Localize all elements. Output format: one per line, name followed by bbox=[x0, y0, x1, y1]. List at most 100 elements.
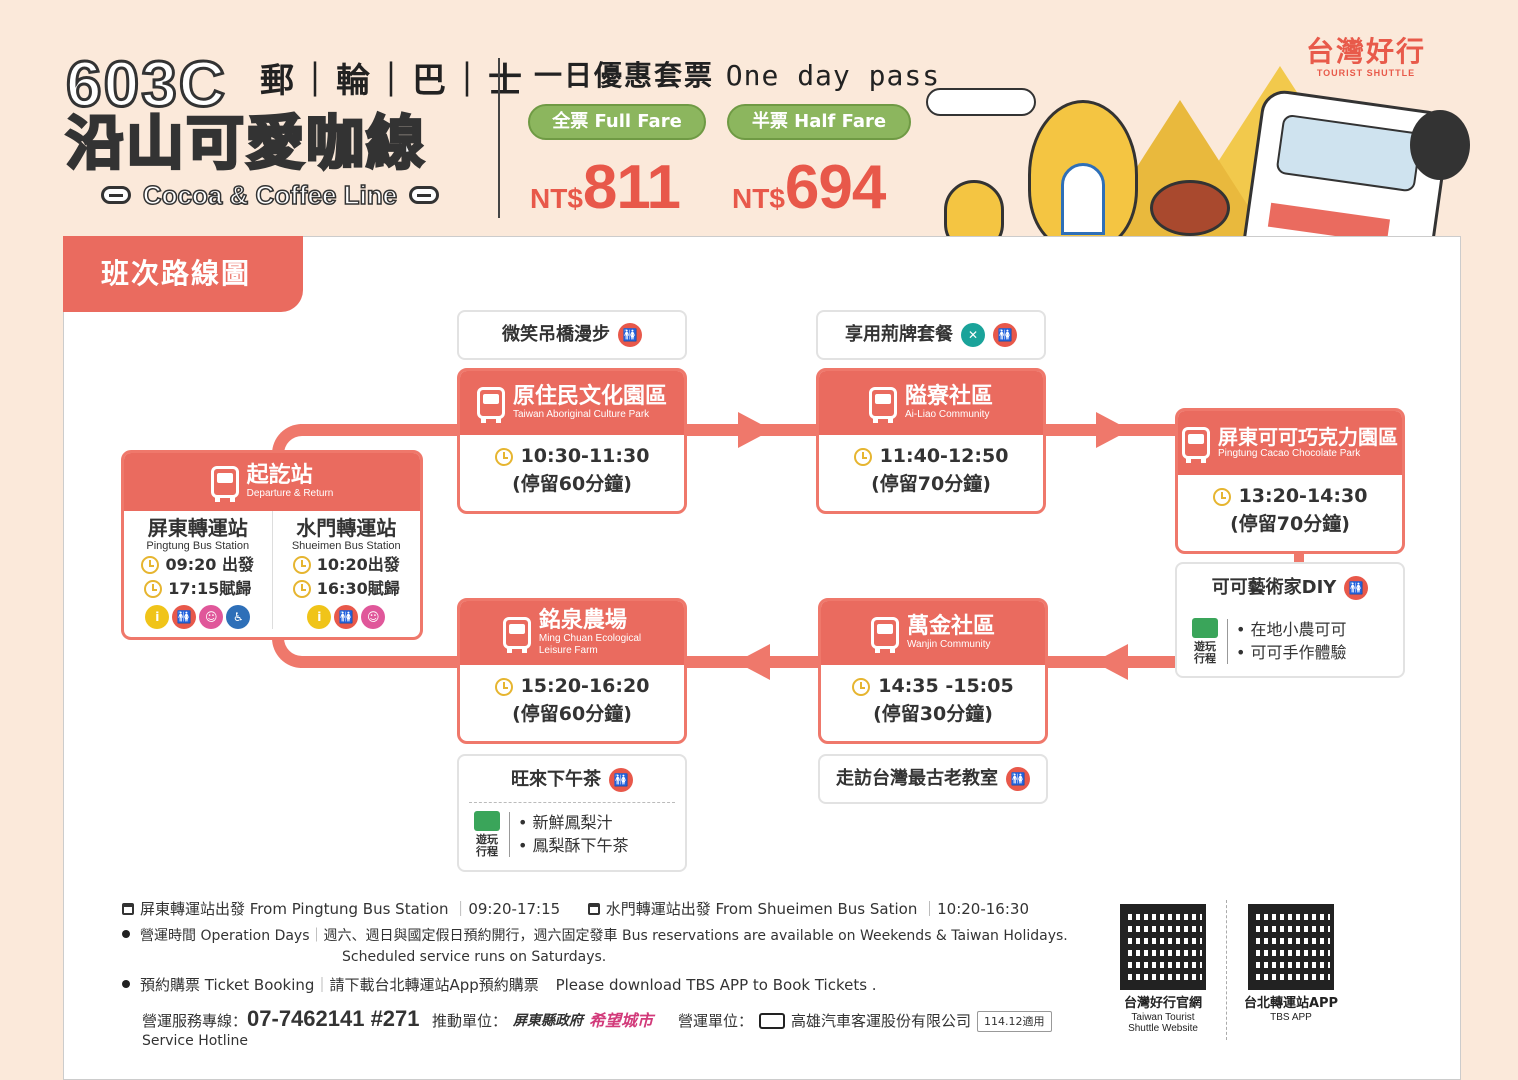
restroom-icon: 🚻 bbox=[618, 323, 642, 347]
departure-title-en: Departure & Return bbox=[246, 487, 334, 499]
stop-duration: (停留70分鐘) bbox=[871, 472, 991, 495]
itinerary-item: • 在地小農可可 bbox=[1236, 620, 1347, 640]
promoter-name: 屏東縣政府 bbox=[513, 1013, 584, 1030]
restroom-icon: 🚻 bbox=[993, 323, 1017, 347]
activity-wanjin: 走訪台灣最古老教室 🚻 bbox=[818, 754, 1048, 804]
stop-header: 屏東可可巧克力園區 Pingtung Cacao Chocolate Park bbox=[1178, 411, 1402, 475]
clock-icon bbox=[494, 677, 513, 696]
booking-text-en: Please download TBS APP to Book Tickets … bbox=[555, 976, 877, 994]
itinerary-item: • 鳳梨酥下午茶 bbox=[518, 835, 629, 855]
stop-name-en: Ai-Liao Community bbox=[904, 408, 990, 420]
stop-ailiao: 隘寮社區 Ai-Liao Community 11:40-12:50 (停留70… bbox=[816, 368, 1046, 514]
restroom-icon: 🚻 bbox=[1344, 576, 1369, 600]
stop-name: 銘泉農場 bbox=[538, 608, 627, 634]
operation-text-2: Scheduled service runs on Saturdays. bbox=[342, 949, 607, 965]
operator-label: 營運單位： bbox=[678, 1012, 754, 1030]
stop-cacao: 屏東可可巧克力園區 Pingtung Cacao Chocolate Park … bbox=[1175, 408, 1405, 554]
stop-name-en: Ming Chuan Ecological bbox=[538, 632, 642, 644]
stop-name-en: Taiwan Aboriginal Culture Park bbox=[512, 408, 650, 420]
footer-hotline: 營運服務專線：07-7462141 #271 Service Hotline bbox=[142, 1008, 420, 1049]
stop-duration: (停留30分鐘) bbox=[873, 702, 993, 725]
stop-name: 屏東可可巧克力園區 bbox=[1218, 424, 1398, 449]
qr-website[interactable] bbox=[1120, 904, 1206, 990]
clock-icon bbox=[494, 447, 513, 466]
leaf-icon bbox=[474, 811, 500, 831]
stop-name-en: Wanjin Community bbox=[906, 638, 991, 650]
qr-tbs[interactable] bbox=[1248, 904, 1334, 990]
from-pingtung: 屏東轉運站出發 From Pingtung Bus Station bbox=[140, 900, 449, 918]
bullet-icon bbox=[122, 930, 130, 938]
activity-label: 旺來下午茶 bbox=[511, 769, 601, 790]
itinerary-item: • 新鮮鳳梨汁 bbox=[518, 813, 613, 833]
version-tag: 114.12適用 bbox=[977, 1010, 1052, 1032]
accessible-icon: ♿ bbox=[226, 605, 251, 630]
itinerary-list: • 新鮮鳳梨汁 • 鳳梨酥下午茶 bbox=[509, 812, 629, 857]
footer-promoter: 推動單位： 屏東縣政府 希望城市 bbox=[432, 1010, 653, 1033]
arrow-right-icon bbox=[1096, 412, 1130, 448]
station-name-en: Pingtung Bus Station bbox=[146, 540, 250, 552]
stop-wanjin: 萬金社區 Wanjin Community 14:35 -15:05 (停留30… bbox=[818, 598, 1048, 744]
clock-icon bbox=[853, 447, 872, 466]
bus-icon bbox=[1182, 427, 1210, 463]
clock-icon bbox=[141, 556, 160, 575]
pass-title-en: One day pass bbox=[725, 59, 941, 92]
operation-label: 營運時間 Operation Days bbox=[140, 928, 310, 944]
qr-code-icon[interactable] bbox=[1120, 904, 1206, 990]
stop-name-en: Pingtung Cacao Chocolate Park bbox=[1218, 447, 1361, 459]
stop-duration: (停留60分鐘) bbox=[512, 702, 632, 725]
return-time: 16:30賦歸 bbox=[316, 579, 400, 599]
bus-icon bbox=[502, 617, 531, 653]
calendar-icon bbox=[122, 903, 134, 915]
pineapple-house-icon bbox=[1028, 100, 1138, 250]
full-fare-price: NT$811 bbox=[530, 152, 681, 223]
qr-code-icon[interactable] bbox=[1248, 904, 1334, 990]
info-icon: i bbox=[145, 605, 170, 630]
stop-time: 10:30-11:30 bbox=[520, 445, 650, 467]
qr-caption: 台北轉運站APP bbox=[1243, 996, 1339, 1011]
route-number: 603C bbox=[65, 48, 227, 120]
dining-icon: ✕ bbox=[961, 323, 985, 347]
stop-header: 隘寮社區 Ai-Liao Community bbox=[819, 371, 1043, 435]
return-time: 17:15賦歸 bbox=[168, 579, 252, 599]
activity-label: 享用荊牌套餐 bbox=[845, 324, 953, 345]
itinerary-badge: 遊玩行程 bbox=[473, 811, 501, 858]
qr-caption-en: Shuttle Website bbox=[1128, 1022, 1198, 1034]
stop-name: 萬金社區 bbox=[906, 614, 995, 640]
route-line-right bbox=[1294, 548, 1304, 566]
brand-logo-zh: 台灣好行 bbox=[1306, 35, 1427, 68]
depart-time: 10:20出發 bbox=[316, 555, 400, 575]
booking-label: 預約購票 Ticket Booking bbox=[140, 976, 315, 994]
qr-caption: 台灣好行官網 bbox=[1123, 996, 1202, 1011]
footer-booking: 預約購票 Ticket Booking｜請下載台北轉運站App預約購票 Plea… bbox=[122, 974, 877, 997]
qr-caption-en: TBS APP bbox=[1270, 1011, 1312, 1023]
hotline-label: 營運服務專線： bbox=[142, 1012, 248, 1030]
restroom-icon: 🚻 bbox=[334, 605, 359, 630]
bus-icon bbox=[476, 387, 505, 423]
route-name-en-text: Cocoa & Coffee Line bbox=[142, 180, 398, 210]
itinerary-item: • 可可手作體驗 bbox=[1236, 642, 1347, 662]
route-type: 郵｜輪｜巴｜士 bbox=[260, 61, 526, 101]
cloud-icon bbox=[926, 88, 1036, 116]
qr-tbs-caption: 台北轉運站APP TBS APP bbox=[1232, 996, 1350, 1023]
footer-schedule: 屏東轉運站出發 From Pingtung Bus Station ｜09:20… bbox=[122, 898, 1029, 921]
station-name-en: Shueimen Bus Station bbox=[291, 540, 401, 552]
stop-time: 15:20-16:20 bbox=[520, 675, 650, 697]
stop-header: 銘泉農場 Ming Chuan Ecological Leisure Farm bbox=[460, 601, 684, 665]
nursing-room-icon: ☺ bbox=[199, 605, 224, 630]
departure-box: 起訖站 Departure & Return 屏東轉運站 Pingtung Bu… bbox=[121, 450, 423, 640]
bear-mascot-icon bbox=[1410, 110, 1470, 180]
leaf-icon bbox=[1192, 618, 1218, 638]
arrow-right-icon bbox=[738, 412, 772, 448]
bus-icon bbox=[868, 387, 897, 423]
half-fare-amount: 694 bbox=[784, 153, 886, 222]
route-name: 沿山可愛咖線 bbox=[64, 109, 427, 177]
cacao-pod-icon bbox=[1150, 180, 1230, 236]
from-shueimen-time: 10:20-16:30 bbox=[937, 900, 1029, 918]
clock-icon bbox=[852, 677, 871, 696]
bus-icon bbox=[870, 617, 899, 653]
operator-name: 高雄汽車客運股份有限公司 bbox=[791, 1012, 972, 1030]
shueimen-station: 水門轉運站 Shueimen Bus Station 10:20出發 16:30… bbox=[271, 511, 421, 630]
qr-website-caption: 台灣好行官網 Taiwan Tourist Shuttle Website bbox=[1100, 996, 1226, 1034]
promoter-label: 推動單位： bbox=[432, 1012, 508, 1030]
station-name: 水門轉運站 bbox=[296, 516, 397, 540]
